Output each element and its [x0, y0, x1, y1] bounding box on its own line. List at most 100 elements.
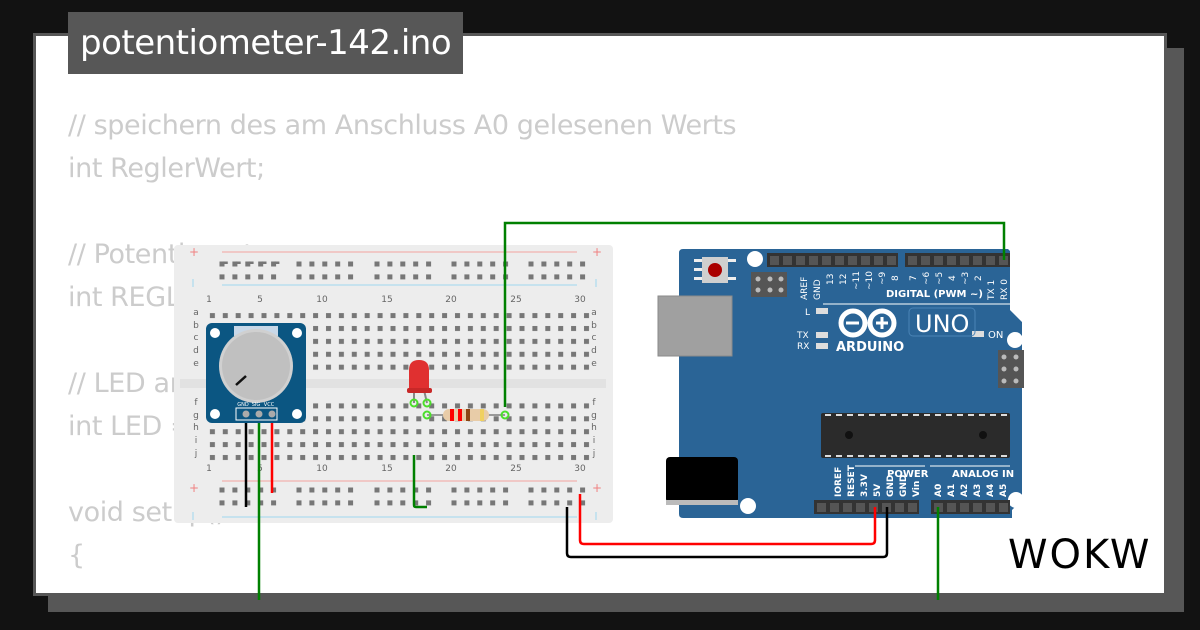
svg-text:GND: GND — [237, 402, 249, 408]
power-header — [814, 500, 919, 514]
svg-text:g: g — [193, 411, 199, 421]
svg-text:IOREF: IOREF — [834, 467, 844, 497]
svg-text:L: L — [805, 308, 810, 318]
svg-text:10: 10 — [316, 464, 328, 474]
svg-text:ANALOG IN: ANALOG IN — [952, 469, 1014, 480]
svg-text:+: + — [592, 481, 602, 495]
svg-text:3.3V: 3.3V — [860, 474, 870, 497]
code-line: int ReglerWert; — [68, 153, 265, 184]
svg-text:5V: 5V — [873, 484, 883, 497]
svg-text:A0: A0 — [934, 484, 944, 497]
svg-text:Vin: Vin — [912, 481, 922, 497]
svg-text:10: 10 — [316, 295, 328, 305]
svg-text:c: c — [592, 333, 597, 343]
svg-text:d: d — [591, 346, 597, 356]
svg-text:+: + — [592, 245, 602, 259]
svg-text:A1: A1 — [947, 484, 957, 497]
svg-text:12: 12 — [839, 274, 849, 285]
svg-text:~11: ~11 — [852, 271, 862, 290]
svg-text:7: 7 — [909, 275, 919, 281]
svg-text:j: j — [592, 449, 596, 459]
svg-text:A5: A5 — [999, 484, 1009, 497]
svg-text:AREF: AREF — [800, 277, 810, 300]
wire-red-5v — [578, 494, 877, 546]
svg-text:a: a — [591, 308, 597, 318]
svg-text:GND: GND — [886, 475, 896, 497]
svg-text:~10: ~10 — [865, 271, 875, 290]
power-jack — [666, 457, 738, 503]
svg-text:POWER: POWER — [887, 469, 929, 480]
svg-text:RX 0: RX 0 — [1000, 279, 1010, 300]
svg-text:20: 20 — [445, 464, 457, 474]
svg-text:1: 1 — [206, 295, 212, 305]
svg-text:~3: ~3 — [961, 272, 971, 285]
svg-text:i: i — [195, 436, 198, 446]
svg-text:e: e — [591, 359, 597, 369]
led-red[interactable] — [407, 360, 432, 408]
resistor[interactable] — [422, 409, 510, 421]
svg-text:13: 13 — [826, 274, 836, 285]
svg-text:WOKWI: WOKWI — [1008, 532, 1150, 576]
svg-text:RX: RX — [797, 342, 809, 352]
svg-text:4: 4 — [948, 275, 958, 281]
svg-text:h: h — [193, 423, 199, 433]
code-line: // speichern des am Anschluss A0 gelesen… — [68, 110, 737, 141]
svg-text:e: e — [193, 359, 199, 369]
arduino-logo — [838, 308, 897, 338]
svg-text:25: 25 — [510, 295, 521, 305]
wokwi-logo: WOKWI — [1008, 532, 1150, 576]
code-line: { — [68, 540, 85, 571]
atmega-chip — [821, 413, 1010, 458]
svg-text:~5: ~5 — [935, 272, 945, 285]
svg-text:30: 30 — [574, 464, 586, 474]
svg-text:RESET: RESET — [847, 464, 857, 497]
wire-green-led-gnd — [412, 455, 427, 509]
wire-green-d0 — [503, 221, 1006, 407]
svg-text:g: g — [591, 411, 597, 421]
svg-text:A2: A2 — [960, 484, 970, 497]
svg-text:2: 2 — [974, 275, 984, 281]
svg-text:j: j — [194, 449, 198, 459]
uno-label: UNO — [915, 310, 969, 338]
svg-text:GND: GND — [813, 279, 823, 300]
svg-text:ON: ON — [988, 330, 1003, 341]
svg-text:~6: ~6 — [922, 271, 932, 285]
svg-text:a: a — [193, 308, 199, 318]
potentiometer[interactable]: GND SIG VCC — [206, 323, 306, 423]
svg-text:c: c — [194, 333, 199, 343]
svg-text:A4: A4 — [986, 484, 996, 497]
knob-indicator — [235, 375, 247, 386]
svg-text:~9: ~9 — [878, 271, 888, 285]
svg-text:f: f — [194, 398, 198, 408]
svg-text:TX: TX — [796, 331, 809, 341]
wire-black-gnd — [565, 507, 889, 559]
svg-text:SIG: SIG — [252, 402, 261, 408]
svg-text:25: 25 — [510, 464, 521, 474]
arduino-brand: ARDUINO — [836, 340, 904, 355]
svg-text:+: + — [189, 481, 199, 495]
svg-text:A3: A3 — [973, 484, 983, 497]
svg-text:VCC: VCC — [264, 402, 275, 408]
svg-text:b: b — [591, 321, 597, 331]
svg-text:15: 15 — [381, 464, 392, 474]
project-title: potentiometer-142.ino — [68, 12, 464, 74]
rail-plus-label: + — [189, 245, 199, 259]
svg-text:30: 30 — [574, 295, 586, 305]
digital-header-right — [905, 253, 1010, 267]
svg-text:d: d — [193, 346, 199, 356]
arduino-uno[interactable]: AREF GND 13 12 ~11 ~10 ~9 8 7 ~6 ~5 4 ~3… — [657, 249, 1024, 518]
usb-port — [657, 295, 733, 357]
svg-text:f: f — [592, 398, 596, 408]
svg-text:b: b — [193, 321, 199, 331]
svg-text:20: 20 — [445, 295, 457, 305]
svg-text:8: 8 — [891, 275, 901, 281]
svg-text:GND: GND — [899, 475, 909, 497]
wires — [244, 221, 1006, 600]
svg-text:1: 1 — [206, 464, 212, 474]
svg-text:i: i — [593, 436, 596, 446]
svg-text:15: 15 — [381, 295, 392, 305]
svg-text:h: h — [591, 423, 597, 433]
svg-text:TX 1: TX 1 — [987, 280, 997, 301]
digital-label: DIGITAL (PWM ~) — [886, 289, 983, 300]
